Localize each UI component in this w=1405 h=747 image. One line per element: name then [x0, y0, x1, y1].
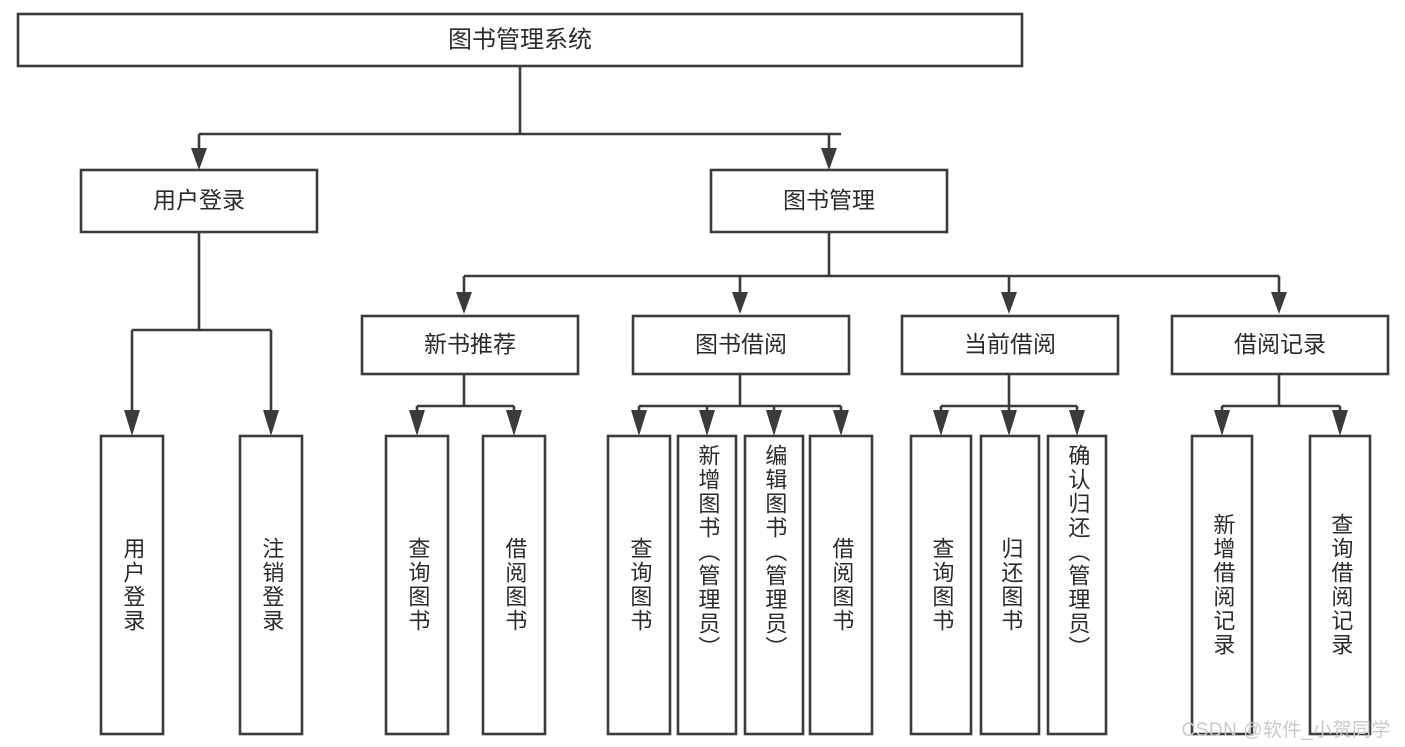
node-new-book-recommend-label: 新书推荐: [424, 331, 516, 357]
node-book-borrow-label: 图书借阅: [695, 331, 787, 357]
node-leaf-user-login-box[interactable]: [99, 434, 165, 736]
watermark: CSDN @软件_小贺同学: [1181, 720, 1391, 741]
node-leaf-query-record-box[interactable]: [1308, 434, 1372, 736]
node-user-login-label: 用户登录: [153, 187, 245, 213]
node-borrow-record-label: 借阅记录: [1234, 331, 1326, 357]
connector-root-to-level2: [191, 66, 841, 170]
node-leaf-query-book-cur-box[interactable]: [909, 434, 973, 736]
node-leaf-borrow-book-box[interactable]: [808, 434, 874, 736]
node-user-login[interactable]: 用户登录: [79, 168, 319, 234]
node-book-manage[interactable]: 图书管理: [709, 168, 949, 234]
node-leaf-add-book-box[interactable]: [676, 434, 738, 736]
connector-bookborrow-to-leaves: [631, 374, 849, 436]
node-leaf-confirm-return-box[interactable]: [1046, 434, 1108, 736]
node-root-label: 图书管理系统: [448, 26, 592, 53]
connector-borrowrecord-to-leaves: [1214, 374, 1348, 436]
connector-newbook-to-leaves: [409, 374, 522, 436]
node-root[interactable]: 图书管理系统: [16, 12, 1024, 68]
node-current-borrow[interactable]: 当前借阅: [900, 314, 1120, 376]
node-book-borrow[interactable]: 图书借阅: [631, 314, 851, 376]
node-current-borrow-label: 当前借阅: [964, 331, 1056, 357]
node-leaf-borrow-book-rec-box[interactable]: [481, 434, 547, 736]
connector-bookmanage-to-level3: [456, 232, 1287, 314]
node-leaf-query-book-borrow-box[interactable]: [606, 434, 672, 736]
node-leaf-query-book-rec-box[interactable]: [384, 434, 450, 736]
node-book-manage-label: 图书管理: [783, 187, 875, 213]
node-leaf-return-book-box[interactable]: [979, 434, 1041, 736]
node-new-book-recommend[interactable]: 新书推荐: [360, 314, 580, 376]
connector-userlogin-to-leaves: [124, 232, 279, 436]
node-leaf-edit-book-box[interactable]: [743, 434, 805, 736]
node-leaf-add-record-box[interactable]: [1190, 434, 1254, 736]
node-borrow-record[interactable]: 借阅记录: [1170, 314, 1390, 376]
connector-currentborrow-to-leaves: [933, 374, 1085, 436]
node-leaf-logout-box[interactable]: [238, 434, 304, 736]
